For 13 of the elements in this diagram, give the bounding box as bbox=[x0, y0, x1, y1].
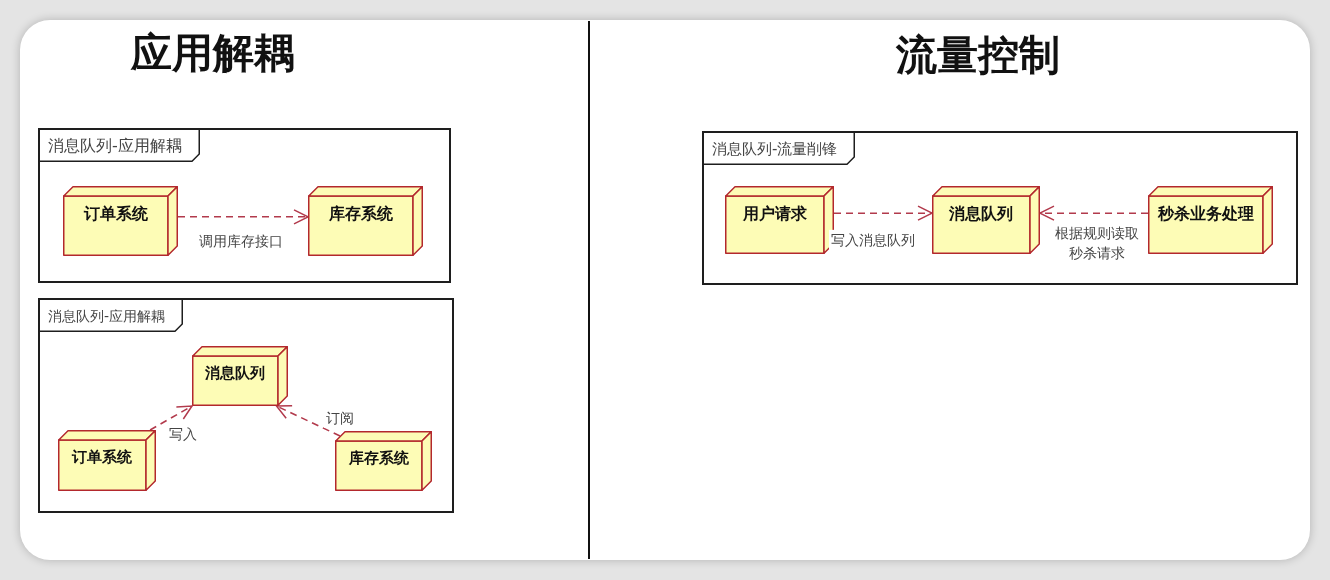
edge-label: 写入消息队列 bbox=[829, 229, 917, 251]
panel-title: 应用解耦 bbox=[131, 27, 295, 79]
dashed-arrow bbox=[275, 404, 341, 437]
frame bbox=[38, 298, 454, 513]
dashed-arrow bbox=[833, 205, 933, 221]
frame-heading: 消息队列-应用解耦 bbox=[40, 130, 200, 162]
dashed-arrow bbox=[177, 209, 309, 225]
frame-heading: 消息队列-应用解耦 bbox=[40, 300, 184, 332]
dashed-arrow bbox=[1039, 205, 1149, 221]
panel-title: 流量控制 bbox=[896, 29, 1060, 81]
dashed-arrow bbox=[149, 405, 193, 431]
frame-heading: 消息队列-流量削锋 bbox=[704, 133, 856, 165]
frame bbox=[38, 128, 451, 283]
